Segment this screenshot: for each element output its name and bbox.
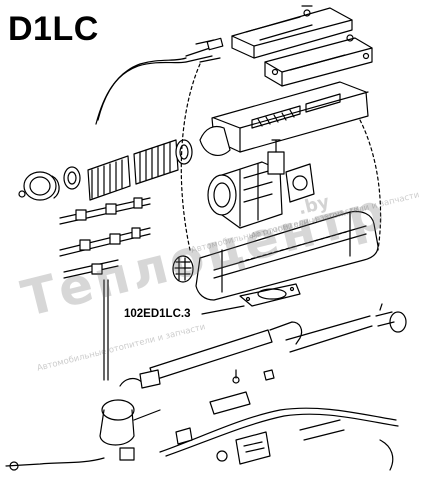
heater-housing-part [199, 81, 369, 157]
wiring-harness-part [159, 391, 399, 471]
fuel-pump-part [5, 399, 161, 471]
clamp-parts [119, 369, 275, 389]
part-number-callout: 102ED1LC.3 [124, 308, 191, 320]
lower-cover-part [264, 34, 373, 87]
upper-cover-part [231, 5, 353, 59]
diagram-title: D1LC [8, 10, 99, 48]
callout-leader-line [201, 305, 245, 315]
mounting-gasket-part [239, 283, 301, 307]
burner-assembly-part [207, 139, 315, 229]
heat-exchanger-part [195, 210, 379, 301]
air-duct-part [63, 139, 193, 201]
mesh-filter-part [172, 255, 194, 283]
air-outlet-part [18, 171, 60, 201]
wiring-cable-part [95, 37, 224, 125]
fuel-fittings-part [59, 197, 151, 381]
